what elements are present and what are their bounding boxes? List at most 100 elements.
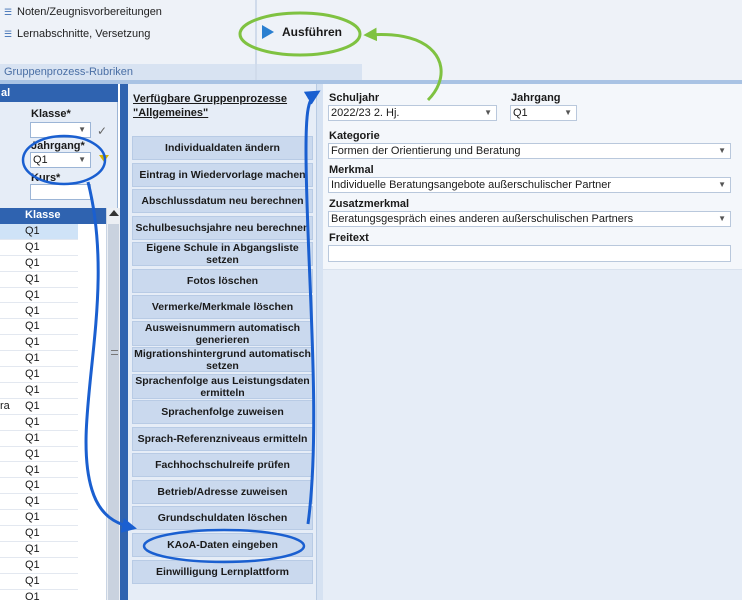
process-button[interactable]: Ausweisnummern automatisch generieren — [132, 321, 313, 346]
process-button[interactable]: Eintrag in Wiedervorlage machen — [132, 163, 313, 187]
ribbon-item-noten[interactable]: ☰ Noten/Zeugnisvorbereitungen — [4, 3, 162, 21]
list-cell-klasse: Q1 — [25, 527, 40, 540]
list-item[interactable]: Q1 — [0, 383, 78, 399]
list-cell-klasse: Q1 — [25, 431, 40, 444]
list-item[interactable]: Q1 — [0, 272, 78, 288]
list-item[interactable]: Q1 — [0, 431, 78, 447]
list-item[interactable]: Q1 — [0, 510, 78, 527]
list-cell-klasse: Q1 — [25, 463, 40, 476]
list-item[interactable]: Q1 — [0, 367, 78, 383]
list-item[interactable]: Q1 — [0, 526, 78, 542]
list-item[interactable]: Q1 — [0, 224, 78, 240]
scroll-up-icon[interactable] — [109, 210, 119, 216]
process-title: Verfügbare Gruppenprozesse — [133, 93, 288, 105]
process-button[interactable]: Sprachenfolge zuweisen — [132, 400, 313, 424]
list-icon: ☰ — [4, 28, 13, 39]
list-cell-klasse: Q1 — [25, 240, 40, 253]
ribbon-item-lernabschnitte[interactable]: ☰ Lernabschnitte, Versetzung — [4, 25, 150, 43]
zusatzmerkmal-select[interactable]: Beratungsgespräch eines anderen außersch… — [328, 211, 731, 227]
chevron-down-icon: ▼ — [78, 125, 86, 134]
process-button[interactable]: Eigene Schule in Abgangsliste setzen — [132, 242, 313, 266]
klasse-select[interactable]: ▼ — [30, 122, 91, 138]
klasse-label: Klasse* — [31, 108, 71, 120]
list-item[interactable]: Q1 — [0, 478, 78, 495]
process-button[interactable]: Einwilligung Lernplattform — [132, 560, 313, 584]
list-item[interactable]: Q1 — [0, 574, 78, 590]
list-item[interactable]: Q1 — [0, 463, 78, 479]
list-cell-klasse: Q1 — [25, 558, 40, 571]
list-item[interactable]: Q1 — [0, 415, 78, 431]
list-cell-klasse: Q1 — [25, 336, 40, 349]
list-item[interactable]: Q1 — [0, 558, 78, 574]
process-button[interactable]: Migrationshintergrund automatisch setzen — [132, 347, 313, 372]
process-button[interactable]: Schulbesuchsjahre neu berechnen — [132, 216, 313, 240]
process-button[interactable]: Individualdaten ändern — [132, 136, 313, 160]
list-cell-klasse: Q1 — [25, 288, 40, 301]
grip-icon — [111, 350, 118, 355]
scroll-thumb[interactable] — [108, 224, 119, 600]
process-button[interactable]: Betrieb/Adresse zuweisen — [132, 480, 313, 504]
chevron-down-icon: ▼ — [718, 180, 726, 189]
merkmal-label: Merkmal — [329, 164, 374, 176]
execute-button[interactable]: Ausführen — [262, 22, 342, 42]
form-pane: Schuljahr 2022/23 2. Hj. ▼ Jahrgang Q1 ▼… — [323, 84, 742, 600]
list-cell-klasse: Q1 — [25, 256, 40, 269]
process-button[interactable]: Abschlussdatum neu berechnen — [132, 189, 313, 213]
list-cell-klasse: Q1 — [25, 320, 40, 333]
list-item[interactable]: Q1 — [0, 494, 78, 511]
list-cell-klasse: Q1 — [25, 352, 40, 365]
list-item[interactable]: Q1 — [0, 447, 78, 463]
list-cell-klasse: Q1 — [25, 399, 40, 412]
process-button[interactable]: Sprach-Referenzniveaus ermitteln — [132, 427, 313, 451]
kategorie-select[interactable]: Formen der Orientierung und Beratung ▼ — [328, 143, 731, 159]
list-header: Klasse — [0, 208, 106, 224]
process-pane: Verfügbare Gruppenprozesse "Allgemeines"… — [128, 84, 316, 600]
merkmal-select[interactable]: Individuelle Beratungsangebote außerschu… — [328, 177, 731, 193]
jahrgang-value: Q1 — [513, 107, 528, 119]
jahrgang-filter-value: Q1 — [33, 154, 48, 166]
chevron-down-icon: ▼ — [78, 155, 86, 164]
kategorie-label: Kategorie — [329, 130, 380, 142]
column-header-klasse[interactable]: Klasse — [25, 209, 61, 221]
ribbon: ☰ Noten/Zeugnisvorbereitungen ☰ Lernabsc… — [0, 0, 742, 80]
filter-header: al — [0, 84, 118, 102]
freitext-label: Freitext — [329, 232, 369, 244]
list-item[interactable]: Q1 — [0, 351, 78, 368]
list-item[interactable]: Q1 — [0, 542, 78, 558]
list-item[interactable]: Q1 — [0, 256, 78, 272]
kurs-select[interactable] — [30, 184, 91, 200]
list-cell-klasse: Q1 — [25, 590, 40, 600]
list-item[interactable]: Q1 — [0, 335, 78, 352]
process-button[interactable]: Grundschuldaten löschen — [132, 506, 313, 530]
list-item[interactable]: Q1 — [0, 590, 78, 600]
process-button[interactable]: Fotos löschen — [132, 269, 313, 293]
scrollbar[interactable] — [106, 208, 120, 600]
process-button[interactable]: Fachhochschulreife prüfen — [132, 453, 313, 477]
pane-divider[interactable] — [316, 84, 323, 600]
list-item[interactable]: ra Q1 — [0, 399, 78, 415]
check-icon[interactable]: ✓ — [97, 124, 108, 138]
freitext-input[interactable] — [328, 245, 731, 262]
list-item[interactable]: Q1 — [0, 240, 78, 256]
panel-edge — [120, 84, 128, 600]
process-button[interactable]: Vermerke/Merkmale löschen — [132, 295, 313, 319]
execute-label: Ausführen — [282, 25, 342, 39]
list-cell-klasse: Q1 — [25, 304, 40, 317]
process-button[interactable]: KAoA-Daten eingeben — [132, 533, 313, 557]
list-cell-name: ra — [0, 399, 10, 412]
filter-icon[interactable] — [99, 155, 109, 162]
list-item[interactable]: Q1 — [0, 319, 78, 336]
jahrgang-filter-select[interactable]: Q1 ▼ — [30, 152, 91, 168]
filter-pane: al Klasse* ▼ ✓ Jahrgang* Q1 ▼ Kurs* — [0, 84, 118, 208]
ribbon-group-label-empty — [257, 64, 362, 80]
jahrgang-label: Jahrgang — [511, 92, 561, 104]
schuljahr-select[interactable]: 2022/23 2. Hj. ▼ — [328, 105, 497, 121]
process-button[interactable]: Sprachenfolge aus Leistungsdaten ermitte… — [132, 374, 313, 399]
jahrgang-select[interactable]: Q1 ▼ — [510, 105, 577, 121]
schuljahr-value: 2022/23 2. Hj. — [331, 107, 400, 119]
merkmal-value: Individuelle Beratungsangebote außerschu… — [331, 179, 612, 191]
list-item[interactable]: Q1 — [0, 288, 78, 304]
ribbon-item-label: Lernabschnitte, Versetzung — [17, 28, 151, 40]
list-item[interactable]: Q1 — [0, 304, 78, 320]
